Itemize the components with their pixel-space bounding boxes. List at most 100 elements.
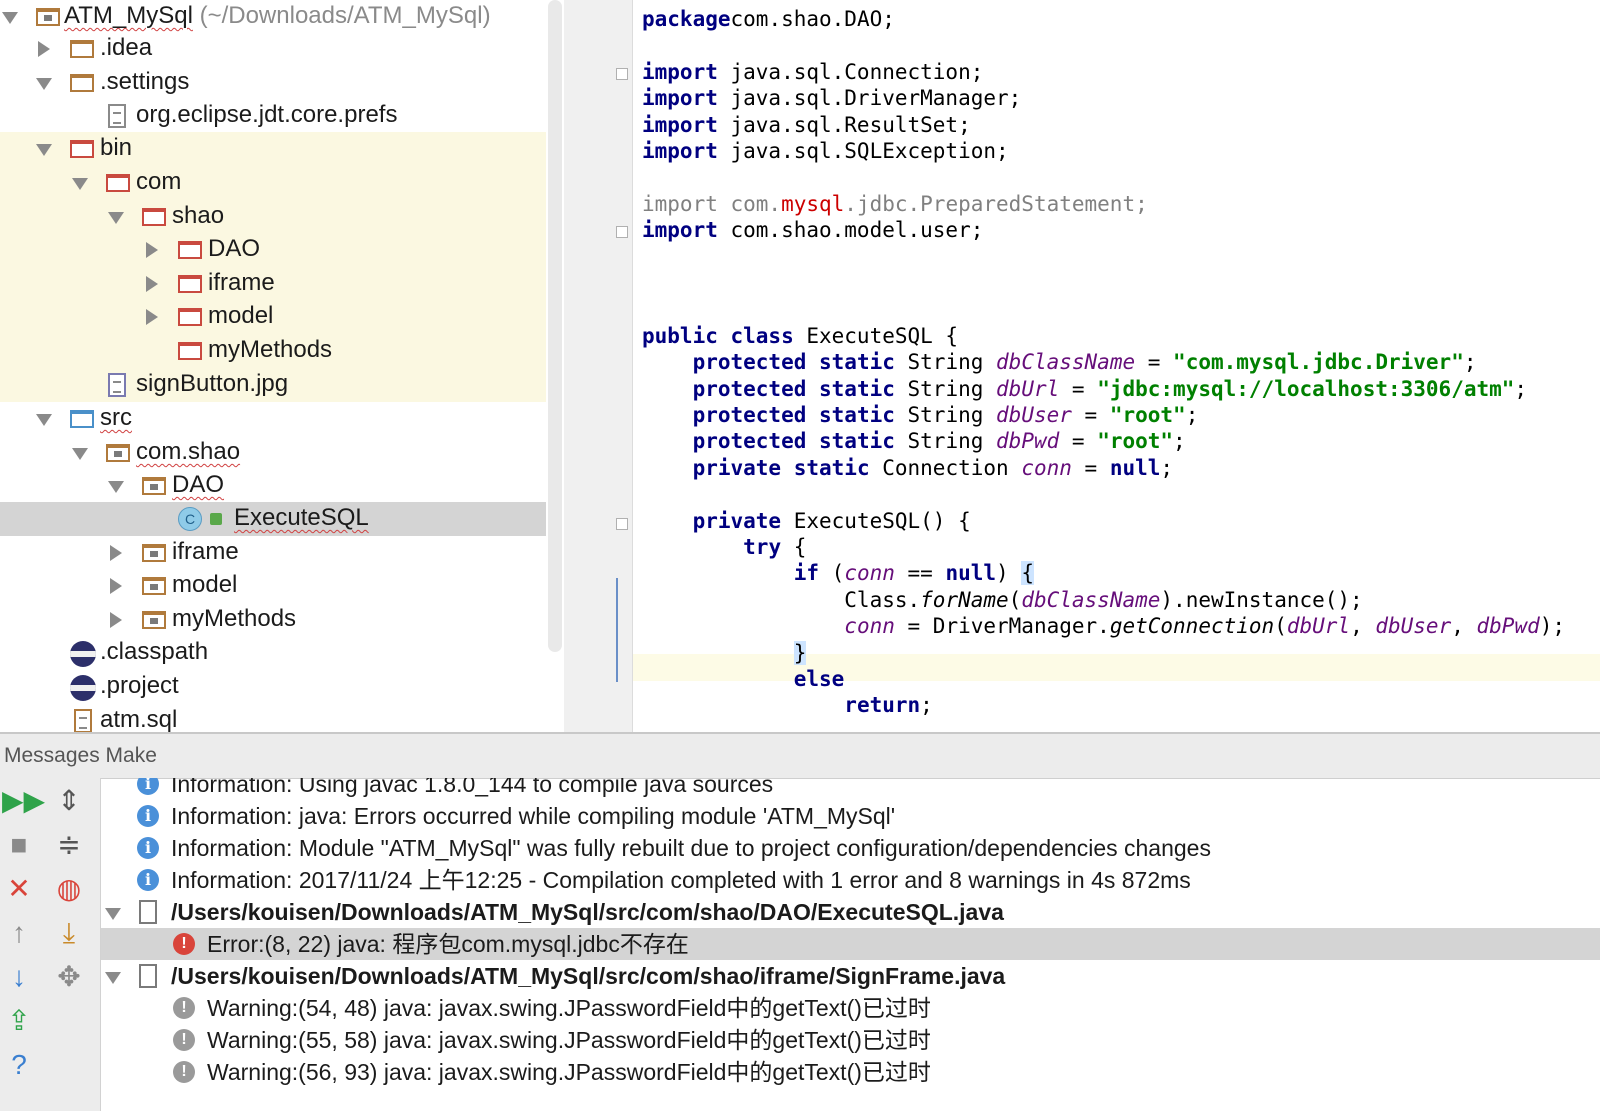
code-line[interactable]: protected static String dbUrl = "jdbc:my… xyxy=(642,376,1528,403)
pane-splitter[interactable] xyxy=(564,0,568,732)
tree-item-bin-mymethods[interactable]: myMethods xyxy=(0,334,546,368)
code-line[interactable]: protected static String dbClassName = "c… xyxy=(642,349,1477,376)
message-row[interactable]: i Information: Using javac 1.8.0_144 to … xyxy=(101,778,1600,800)
collapse-arrow-icon[interactable] xyxy=(38,41,50,57)
code-line[interactable]: import java.sql.Connection; xyxy=(642,59,983,86)
export-icon[interactable]: ⤓ xyxy=(62,917,76,948)
expand-arrow-icon[interactable] xyxy=(108,481,124,493)
tree-item-com[interactable]: com xyxy=(0,166,546,200)
tree-item-settings[interactable]: .settings xyxy=(0,66,546,100)
code-token: ( xyxy=(1008,587,1022,612)
collapse-arrow-icon[interactable] xyxy=(110,578,122,594)
rerun-icon[interactable]: ▶▶ xyxy=(2,785,46,816)
code-line[interactable]: conn = DriverManager.getConnection(dbUrl… xyxy=(642,613,1565,640)
filter-errors-icon[interactable]: ◍ xyxy=(56,873,82,904)
code-line[interactable]: return; xyxy=(642,692,933,719)
tree-item-src-mymethods[interactable]: myMethods xyxy=(0,603,546,637)
tree-item-shao[interactable]: shao xyxy=(0,200,546,234)
code-token: protected static xyxy=(692,429,895,454)
tree-item-executesql[interactable]: C ExecuteSQL xyxy=(0,502,546,536)
next-icon[interactable]: ↓ xyxy=(12,961,26,992)
expand-arrow-icon[interactable] xyxy=(36,144,52,156)
pin-icon[interactable]: ⇪ xyxy=(7,1005,31,1036)
collapse-arrow-icon[interactable] xyxy=(146,276,158,292)
tree-item-label: src xyxy=(100,404,132,431)
source-folder-icon xyxy=(70,410,94,428)
previous-icon[interactable]: ↑ xyxy=(12,917,26,948)
code-line[interactable]: import java.sql.DriverManager; xyxy=(642,85,1021,112)
fold-marker-icon[interactable] xyxy=(616,226,628,238)
message-warning-row[interactable]: ! Warning:(55, 58) java: javax.swing.JPa… xyxy=(101,1024,1600,1056)
settings-icon[interactable]: ✥ xyxy=(57,961,81,992)
expand-arrow-icon[interactable] xyxy=(72,448,88,460)
tree-item-idea[interactable]: .idea xyxy=(0,32,546,66)
expand-all-icon[interactable]: ⇕ xyxy=(57,785,81,816)
code-token: null xyxy=(945,561,997,586)
message-text: Information: 2017/11/24 上午12:25 - Compil… xyxy=(171,867,1191,893)
messages-tab-title[interactable]: Messages Make xyxy=(4,744,157,767)
tree-item-src-dao[interactable]: DAO xyxy=(0,469,546,503)
expand-arrow-icon[interactable] xyxy=(2,12,18,24)
message-warning-row[interactable]: ! Warning:(56, 93) java: javax.swing.JPa… xyxy=(101,1056,1600,1088)
code-line[interactable]: try { xyxy=(642,534,806,561)
tree-item-com-shao[interactable]: com.shao xyxy=(0,436,546,470)
message-file-row[interactable]: /Users/kouisen/Downloads/ATM_MySql/src/c… xyxy=(101,896,1600,928)
editor-gutter[interactable] xyxy=(568,0,633,732)
folder-icon xyxy=(142,208,166,226)
messages-list: i Information: Using javac 1.8.0_144 to … xyxy=(101,778,1600,1111)
tree-item-project[interactable]: .project xyxy=(0,670,546,704)
collapse-arrow-icon[interactable] xyxy=(146,242,158,258)
message-row[interactable]: i Information: 2017/11/24 上午12:25 - Comp… xyxy=(101,864,1600,896)
code-line[interactable]: import com.mysql.jdbc.PreparedStatement; xyxy=(642,191,1148,218)
code-line[interactable]: public class ExecuteSQL { xyxy=(642,323,958,350)
fold-marker-icon[interactable] xyxy=(616,68,628,80)
code-line[interactable]: if (conn == null) { xyxy=(642,560,1034,587)
tree-item-classpath[interactable]: .classpath xyxy=(0,636,546,670)
code-line[interactable]: import java.sql.SQLException; xyxy=(642,138,1009,165)
code-line[interactable]: protected static String dbPwd = "root"; xyxy=(642,428,1186,455)
expand-arrow-icon[interactable] xyxy=(36,78,52,90)
expand-arrow-icon[interactable] xyxy=(105,908,121,920)
tree-item-signbutton[interactable]: signButton.jpg xyxy=(0,368,546,402)
message-error-row[interactable]: ! Error:(8, 22) java: 程序包com.mysql.jdbc不… xyxy=(101,928,1600,960)
tree-item-bin-model[interactable]: model xyxy=(0,300,546,334)
tree-scrollbar[interactable] xyxy=(548,0,562,652)
expand-arrow-icon[interactable] xyxy=(105,972,121,984)
collapse-all-icon[interactable]: ≑ xyxy=(57,829,81,860)
message-warning-row[interactable]: ! Warning:(54, 48) java: javax.swing.JPa… xyxy=(101,992,1600,1024)
tree-item-bin-dao[interactable]: DAO xyxy=(0,233,546,267)
expand-arrow-icon[interactable] xyxy=(36,414,52,426)
message-row[interactable]: i Information: Module "ATM_MySql" was fu… xyxy=(101,832,1600,864)
tree-item-atm-sql[interactable]: atm.sql xyxy=(0,704,546,732)
code-line[interactable]: else xyxy=(642,666,845,693)
code-line[interactable]: import com.shao.model.user; xyxy=(642,217,983,244)
expand-arrow-icon[interactable] xyxy=(108,212,124,224)
tree-item-src[interactable]: src xyxy=(0,402,546,436)
collapse-arrow-icon[interactable] xyxy=(146,309,158,325)
fold-marker-icon[interactable] xyxy=(616,518,628,530)
tree-item-bin[interactable]: bin xyxy=(0,132,546,166)
collapse-arrow-icon[interactable] xyxy=(110,612,122,628)
help-icon[interactable]: ? xyxy=(11,1049,27,1080)
message-file-row[interactable]: /Users/kouisen/Downloads/ATM_MySql/src/c… xyxy=(101,960,1600,992)
tree-item-bin-iframe[interactable]: iframe xyxy=(0,267,546,301)
tree-item-prefs[interactable]: org.eclipse.jdt.core.prefs xyxy=(0,99,546,133)
tree-item-src-iframe[interactable]: iframe xyxy=(0,536,546,570)
code-token: java.sql.ResultSet; xyxy=(717,112,971,137)
tree-item-src-model[interactable]: model xyxy=(0,569,546,603)
code-line[interactable]: private static Connection conn = null; xyxy=(642,455,1173,482)
stop-icon[interactable]: ■ xyxy=(10,829,28,860)
code-token xyxy=(642,456,693,480)
code-line[interactable]: } xyxy=(642,640,807,667)
code-line[interactable]: Class.forName(dbClassName).newInstance()… xyxy=(642,587,1362,614)
collapse-arrow-icon[interactable] xyxy=(110,545,122,561)
code-editor[interactable]: packagecom.shao.DAO; import java.sql.Conn… xyxy=(568,0,1600,732)
close-icon[interactable]: ✕ xyxy=(7,873,31,904)
code-line[interactable]: import java.sql.ResultSet; xyxy=(642,112,971,139)
message-row[interactable]: i Information: java: Errors occurred whi… xyxy=(101,800,1600,832)
code-line[interactable]: protected static String dbUser = "root"; xyxy=(642,402,1199,429)
code-line[interactable]: packagecom.shao.DAO; xyxy=(642,6,895,33)
code-line[interactable]: private ExecuteSQL() { xyxy=(642,508,971,535)
tree-item-root[interactable]: ATM_MySql (~/Downloads/ATM_MySql) xyxy=(0,0,546,34)
expand-arrow-icon[interactable] xyxy=(72,178,88,190)
